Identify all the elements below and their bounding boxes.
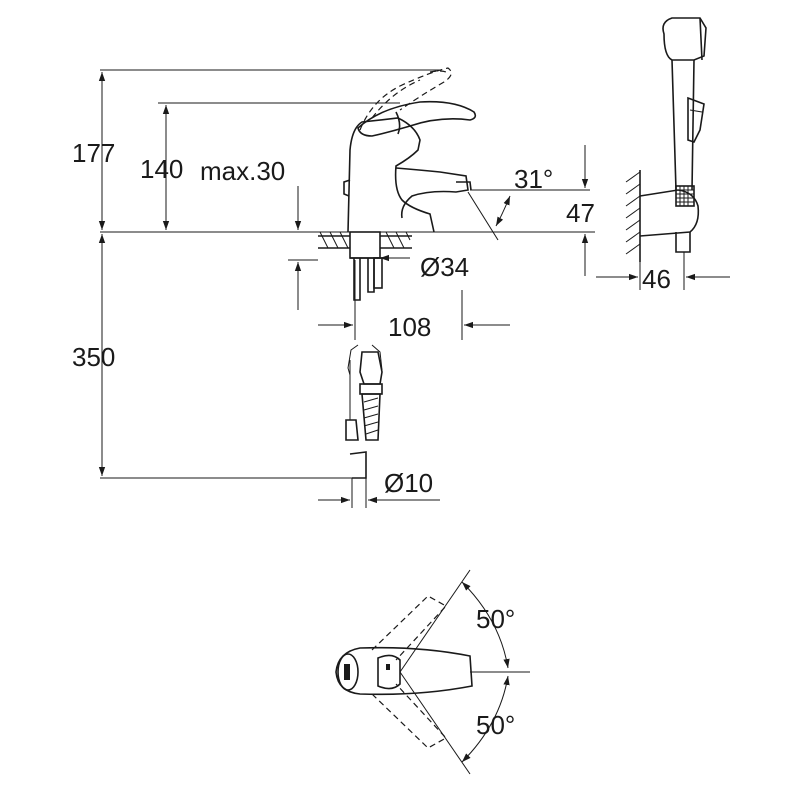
label-holder-width: 46 [642,264,671,294]
label-total-height: 177 [72,138,115,168]
label-angle-spout: 31° [514,164,553,194]
label-rotation-upper: 50° [476,604,515,634]
flexible-hose [345,344,383,508]
label-hose-length: 350 [72,342,115,372]
wall-hatching [625,171,641,255]
label-spout-drop: 47 [566,198,595,228]
label-max-deck: max.30 [200,156,285,186]
deck-hatch [319,231,411,249]
top-view-rotation [335,569,530,775]
label-projection: 108 [388,312,431,342]
label-spout-height: 140 [140,154,183,184]
faucet-side-view [100,67,595,508]
dimension-labels: 177 140 max.30 31° 47 Ø34 108 350 Ø10 46… [72,138,671,740]
label-base-diameter: Ø34 [420,252,469,282]
hand-shower-side-view [625,17,707,262]
label-rotation-lower: 50° [476,710,515,740]
dimension-lines [98,69,730,504]
label-hose-diameter: Ø10 [384,468,433,498]
